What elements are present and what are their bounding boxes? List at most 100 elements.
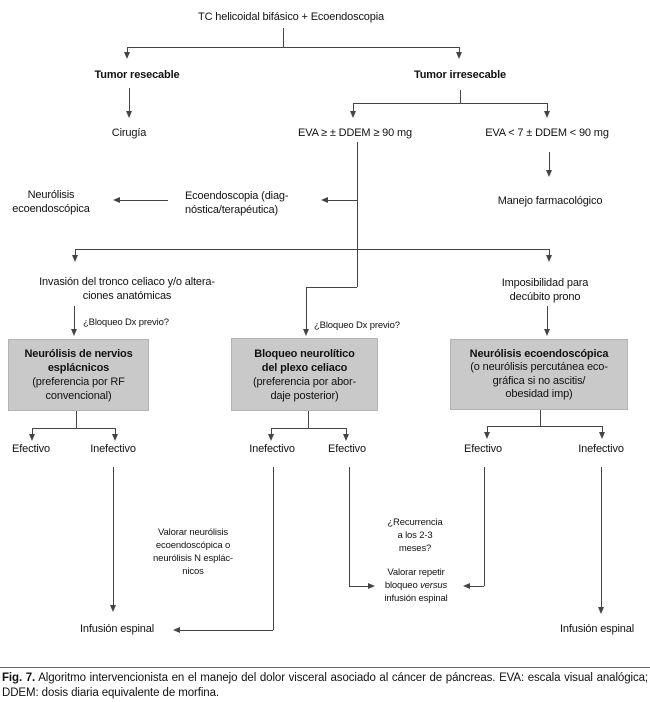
label-line: bloqueo versus xyxy=(361,579,471,592)
arrowhead-down xyxy=(123,52,130,59)
outcome-efectivo-1: Efectivo xyxy=(12,443,50,455)
figure-caption: Fig. 7. Algoritmo intervencionista en el… xyxy=(2,671,648,700)
label-line: nóstica/terapéutica) xyxy=(185,203,278,216)
connector-line xyxy=(602,426,603,433)
connector-line xyxy=(32,428,115,429)
arrowhead-down xyxy=(598,432,605,439)
connector-line xyxy=(353,103,547,104)
caption-figure-number: Fig. 7. xyxy=(2,672,36,684)
flow-node-root: TC helicoidal bifásico + Ecoendoscopia xyxy=(198,11,384,23)
box-title-line: Bloqueo neurolítico xyxy=(254,347,355,360)
flow-node-infusion-espinal-izq: Infusión espinal xyxy=(79,623,155,635)
connector-line xyxy=(601,467,602,608)
outcome-inefectivo-3: Inefectivo xyxy=(578,443,624,455)
outcome-efectivo-3: Efectivo xyxy=(464,443,502,455)
connector-line xyxy=(549,152,550,171)
annotation-recurrencia: ¿Recurrencia a los 2-3 meses? xyxy=(365,516,465,555)
arrowhead-down xyxy=(125,111,132,118)
box-sub-line: convencional) xyxy=(45,390,112,402)
connector-line xyxy=(547,306,548,330)
connector-line xyxy=(353,103,354,112)
connector-line xyxy=(74,306,75,330)
box-sub-line: (preferencia por RF xyxy=(32,376,125,388)
flow-node-eva-alta: EVA ≥ ± DDEM ≥ 90 mg xyxy=(298,127,412,139)
arrowhead-left xyxy=(321,196,328,203)
connector-line xyxy=(75,249,549,250)
flow-node-manejo-farmacologico: Manejo farmacológico xyxy=(497,195,603,207)
arrowhead-down xyxy=(71,255,78,262)
label-line: meses? xyxy=(398,543,432,554)
arrowhead-down xyxy=(302,329,309,336)
outcome-efectivo-2: Efectivo xyxy=(328,443,366,455)
flow-node-cirugia: Cirugía xyxy=(111,127,147,139)
arrowhead-down xyxy=(28,434,35,441)
label-line: Invasión del tronco celiaco y/o altera- xyxy=(39,276,215,288)
connector-line xyxy=(549,249,550,256)
arrowhead-down xyxy=(342,434,349,441)
connector-line xyxy=(547,103,548,112)
label-line: Neurólisis xyxy=(27,189,75,201)
label-line: decúbito prono xyxy=(509,290,581,303)
box-title-line: Neurólisis de nervios xyxy=(24,348,133,360)
flow-node-neurolisis-ecoendoscopica: Neurólisis ecoendoscópica xyxy=(1,189,101,216)
arrowhead-down xyxy=(70,329,77,336)
arrowhead-left xyxy=(463,582,470,589)
label-line: nicos xyxy=(182,566,204,577)
connector-line xyxy=(349,586,369,587)
connector-line xyxy=(469,586,484,587)
flow-node-eva-baja: EVA < 7 ± DDEM < 90 mg xyxy=(485,127,609,139)
flow-node-ecoendoscopia-diagnostica: Ecoendoscopia (diag- nóstica/terapéutica… xyxy=(185,190,315,217)
connector-line xyxy=(306,287,307,330)
arrowhead-down xyxy=(543,329,550,336)
connector-line xyxy=(460,90,461,103)
outcome-inefectivo-2: Inefectivo xyxy=(249,443,295,455)
connector-line xyxy=(306,287,357,288)
connector-line xyxy=(273,467,274,630)
box-sub-line: (o neurólisis percutánea eco- xyxy=(470,361,608,373)
connector-line xyxy=(327,200,357,201)
arrowhead-down xyxy=(455,52,462,59)
connector-line xyxy=(540,410,541,426)
arrowhead-down xyxy=(109,605,116,612)
connector-line xyxy=(346,428,347,435)
connector-line xyxy=(119,200,168,201)
label-line: neurólisis N esplác- xyxy=(153,553,233,564)
annotation-bloqueo-dx-previo-2: ¿Bloqueo Dx previo? xyxy=(314,320,400,331)
caption-text: Algoritmo intervencionista en el manejo … xyxy=(2,672,648,699)
connector-line xyxy=(113,467,114,606)
arrowhead-down xyxy=(349,111,356,118)
annotation-valorar-neurolisis: Valorar neurólisis ecoendoscópica o neur… xyxy=(133,526,253,578)
label-line: ¿Recurrencia xyxy=(387,517,443,528)
connector-line xyxy=(308,411,309,428)
label-line: Valorar neurólisis xyxy=(158,527,228,538)
flow-node-imposibilidad-decubito: Imposibilidad para decúbito prono xyxy=(475,277,615,304)
connector-line xyxy=(487,426,602,427)
box-sub-line: (preferencia por abor- xyxy=(252,375,357,388)
box-title-line: del plexo celiaco xyxy=(261,361,348,374)
arrowhead-down xyxy=(111,434,118,441)
label-line: ecoendoscópica o xyxy=(155,540,231,551)
box-title-line: Neurólisis ecoendoscópica xyxy=(469,347,609,360)
box-title-line: esplácnicos xyxy=(47,362,110,374)
outcome-inefectivo-1: Inefectivo xyxy=(90,443,136,455)
connector-line xyxy=(115,428,116,435)
treatment-box-neurolisis-ecoendoscopica: Neurólisis ecoendoscópica (o neurólisis … xyxy=(450,339,628,410)
arrowhead-down xyxy=(483,432,490,439)
caption-divider xyxy=(0,667,650,668)
connector-line xyxy=(349,467,350,586)
box-sub-line: obesidad imp) xyxy=(505,388,573,400)
arrowhead-down xyxy=(543,111,550,118)
box-sub-line: gráfica si no ascitis/ xyxy=(492,374,586,387)
connector-line xyxy=(271,428,272,435)
arrowhead-down xyxy=(597,607,604,614)
label-line: ciones anatómicas xyxy=(82,289,172,302)
label-line: Imposibilidad para xyxy=(501,277,589,289)
annotation-valorar-repetir: Valorar repetir bloqueo versus infusión … xyxy=(361,566,471,605)
flow-node-infusion-espinal-der: Infusión espinal xyxy=(559,623,635,635)
arrowhead-right xyxy=(368,582,375,589)
connector-line xyxy=(357,142,358,287)
connector-line xyxy=(75,249,76,256)
box-sub-line: daje posterior) xyxy=(270,389,339,402)
connector-line xyxy=(283,28,284,47)
